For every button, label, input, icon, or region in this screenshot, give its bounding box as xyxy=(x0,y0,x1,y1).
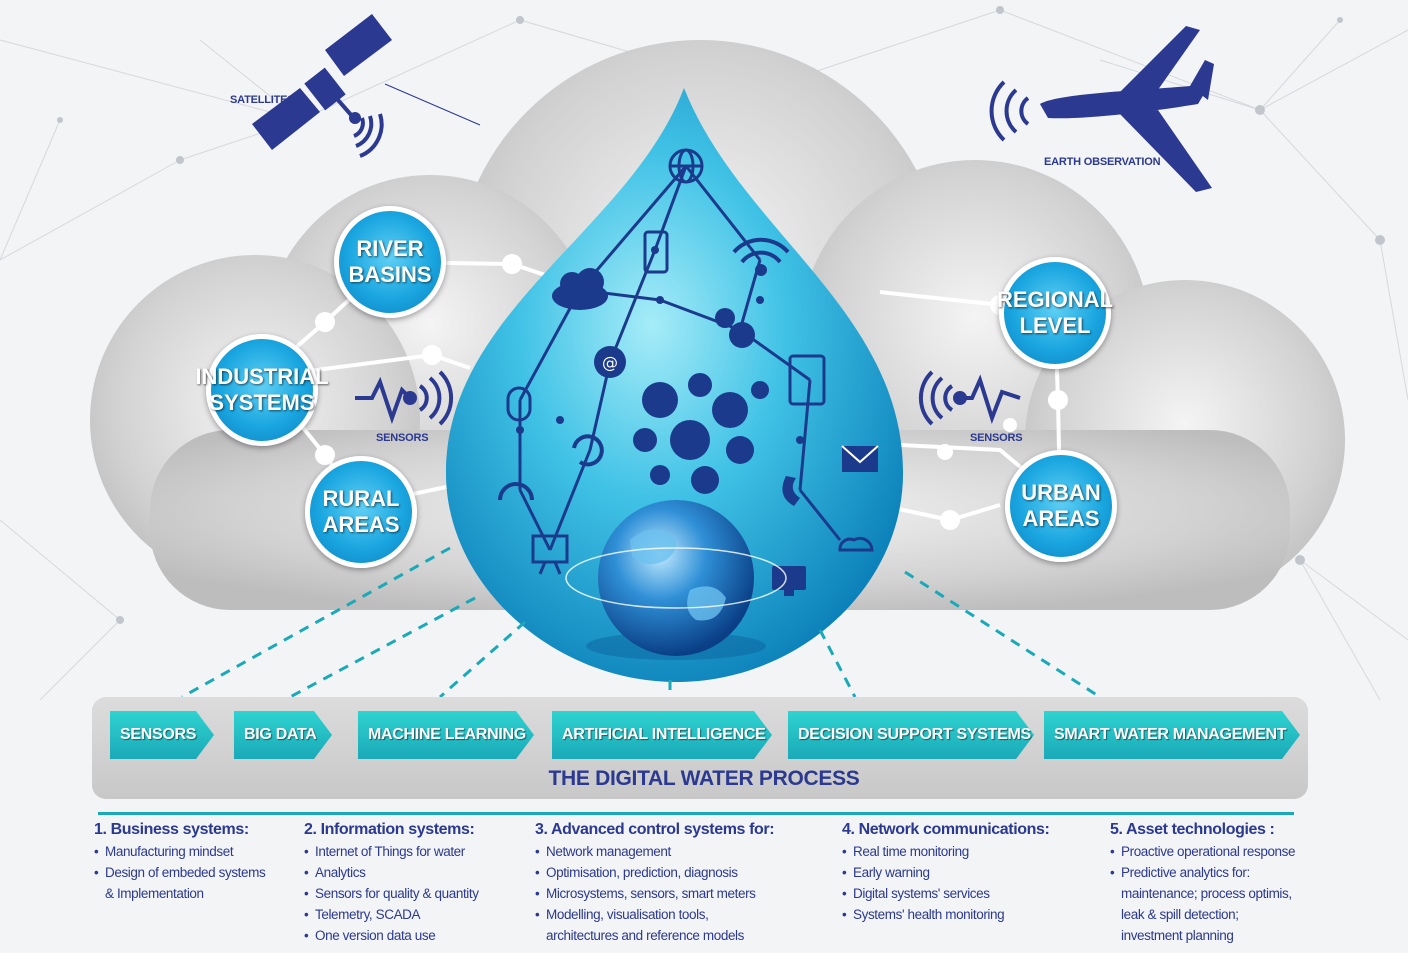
column-list: Network management Optimisation, predict… xyxy=(535,841,825,946)
gears-cluster-icon xyxy=(633,373,769,494)
list-item: Early warning xyxy=(842,862,1092,883)
sensor-left-icon xyxy=(355,370,454,426)
section-divider xyxy=(98,812,1294,815)
list-item: Proactive operational response xyxy=(1110,841,1350,862)
list-item: Network management xyxy=(535,841,825,862)
list-item: Design of embeded systems & Implementati… xyxy=(94,862,294,904)
list-item: Telemetry, SCADA xyxy=(304,904,524,925)
sensor-right-icon xyxy=(918,370,1021,426)
svg-text:@: @ xyxy=(602,353,618,372)
column-title: 2. Information systems: xyxy=(304,821,475,838)
mouse-icon xyxy=(506,386,532,422)
phone-icon xyxy=(643,230,669,274)
list-item: Predictive analytics for: maintenance; p… xyxy=(1110,862,1350,946)
process-title: THE DIGITAL WATER PROCESS xyxy=(548,767,860,790)
cloud-icon xyxy=(552,268,608,310)
list-item: Modelling, visualisation tools, architec… xyxy=(535,904,825,946)
process-step-artificial-intelligence: ARTIFICIAL INTELLIGENCE xyxy=(552,711,772,759)
list-item: Manufacturing mindset xyxy=(94,841,294,862)
globe-icon xyxy=(668,148,704,184)
email-at-icon: @ xyxy=(594,346,626,378)
column-advanced-control: 3. Advanced control systems for: Network… xyxy=(535,820,825,946)
tablet-icon xyxy=(788,354,826,406)
monitor-icon xyxy=(772,566,806,596)
list-item: Internet of Things for water xyxy=(304,841,524,862)
drop-network-nodes xyxy=(516,246,804,444)
envelope-icon xyxy=(841,445,879,472)
list-item: Analytics xyxy=(304,862,524,883)
process-step-big-data: BIG DATA xyxy=(234,711,332,759)
column-list: Manufacturing mindset Design of embeded … xyxy=(94,841,294,904)
list-item: Real time monitoring xyxy=(842,841,1092,862)
satellites-label: SATELLITES xyxy=(230,94,295,106)
handset-icon xyxy=(782,476,800,506)
bubble-regional-level: REGIONAL LEVEL xyxy=(997,257,1113,369)
wifi-icon xyxy=(732,237,790,276)
process-step-machine-learning: MACHINE LEARNING xyxy=(358,711,534,759)
column-list: Real time monitoring Early warning Digit… xyxy=(842,841,1092,925)
list-item: Sensors for quality & quantity xyxy=(304,883,524,904)
column-information-systems: 2. Information systems: Internet of Thin… xyxy=(304,820,524,946)
dashed-connectors xyxy=(181,546,1101,699)
headset-icon xyxy=(498,482,534,501)
column-title: 5. Asset technologies : xyxy=(1110,821,1275,838)
column-network-communications: 4. Network communications: Real time mon… xyxy=(842,820,1092,925)
column-title: 3. Advanced control systems for: xyxy=(535,821,775,838)
column-business-systems: 1. Business systems: Manufacturing minds… xyxy=(94,820,294,904)
column-list: Internet of Things for water Analytics S… xyxy=(304,841,524,946)
list-item: Optimisation, prediction, diagnosis xyxy=(535,862,825,883)
earth-globe-image xyxy=(565,500,787,660)
list-item: Microsystems, sensors, smart meters xyxy=(535,883,825,904)
column-title: 1. Business systems: xyxy=(94,821,249,838)
satellite-icon xyxy=(252,14,481,158)
cloud-sync-icon xyxy=(838,536,874,552)
water-drop xyxy=(445,88,904,682)
process-step-smart-water: SMART WATER MANAGEMENT xyxy=(1044,711,1300,759)
bubble-river-basins: RIVER BASINS xyxy=(334,206,446,318)
column-asset-technologies: 5. Asset technologies : Proactive operat… xyxy=(1110,820,1350,946)
list-item: One version data use xyxy=(304,925,524,946)
presentation-icon xyxy=(531,534,569,575)
column-title: 4. Network communications: xyxy=(842,821,1050,838)
column-list: Proactive operational response Predictiv… xyxy=(1110,841,1350,946)
process-step-decision-support: DECISION SUPPORT SYSTEMS xyxy=(788,711,1034,759)
earth-observation-label: EARTH OBSERVATION xyxy=(1044,156,1161,168)
bubble-urban-areas: URBAN AREAS xyxy=(1005,450,1117,562)
airplane-icon xyxy=(989,26,1214,192)
process-step-sensors: SENSORS xyxy=(110,711,214,759)
background-network xyxy=(0,9,1408,701)
list-item: Digital systems' services xyxy=(842,883,1092,904)
gear-icon xyxy=(715,308,755,348)
cloud-network-nodes xyxy=(315,254,1068,530)
refresh-icon xyxy=(572,434,604,467)
bubble-rural-areas: RURAL AREAS xyxy=(305,456,417,568)
sensors-left-label: SENSORS xyxy=(376,432,429,444)
list-item: Systems' health monitoring xyxy=(842,904,1092,925)
bubble-industrial-systems: INDUSTRIAL SYSTEMS xyxy=(195,334,329,446)
sensors-right-label: SENSORS xyxy=(970,432,1023,444)
